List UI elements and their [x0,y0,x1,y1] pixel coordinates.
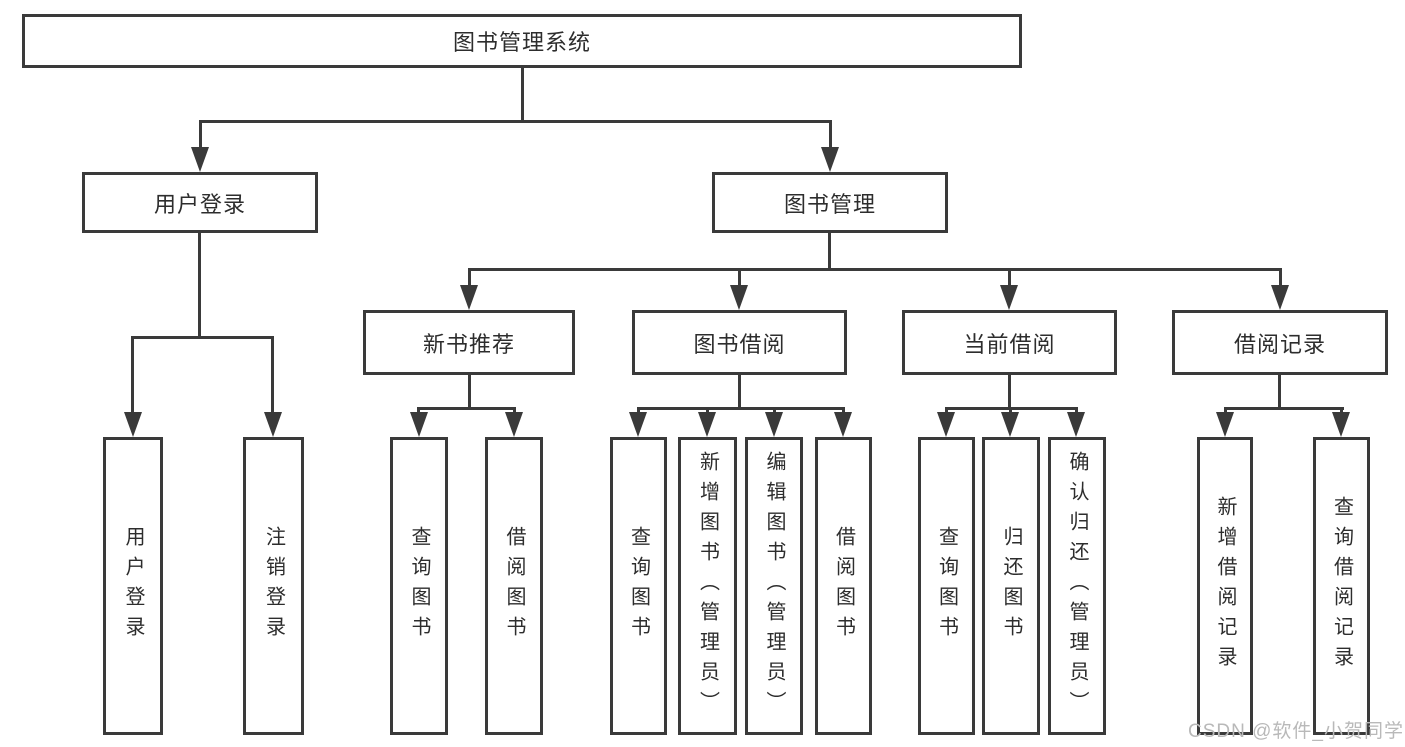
connector-line [637,407,640,415]
arrowhead-icon [730,285,748,310]
leaf-logout: 注销登录 [243,437,304,735]
leaf-borrow-books: 借阅图书 [485,437,543,735]
node-new-book-recommendation: 新书推荐 [363,310,575,375]
connector-line [1279,268,1282,290]
leaf-label: 查询图书 [627,526,650,646]
connector-line [738,268,741,290]
connector-line [417,407,516,410]
arrowhead-icon [629,412,647,437]
leaf-confirm-return-admin: 确认归还（管理员） [1048,437,1106,735]
connector-line [1278,373,1281,409]
arrowhead-icon [460,285,478,310]
leaf-return-books: 归还图书 [982,437,1040,735]
connector-line [417,407,420,415]
arrowhead-icon [1332,412,1350,437]
leaf-label: 新增图书（管理员） [696,451,719,721]
connector-line [706,407,709,415]
connector-line [945,407,948,415]
leaf-label: 查询图书 [935,526,958,646]
connector-line [468,268,1282,271]
leaf-query-books: 查询图书 [610,437,667,735]
connector-line [842,407,845,415]
leaf-label: 新增借阅记录 [1214,496,1236,676]
connector-line [829,120,832,152]
leaf-add-borrow-record: 新增借阅记录 [1197,437,1253,735]
node-book-management: 图书管理 [712,172,948,233]
arrowhead-icon [264,412,282,437]
node-library-management-system: 图书管理系统 [22,14,1022,68]
leaf-add-books-admin: 新增图书（管理员） [678,437,737,735]
leaf-user-login: 用户登录 [103,437,163,735]
arrowhead-icon [1216,412,1234,437]
arrowhead-icon [698,412,716,437]
connector-line [1009,407,1012,415]
leaf-label: 查询图书 [408,526,430,646]
leaf-query-books: 查询图书 [390,437,448,735]
connector-line [773,407,776,415]
arrowhead-icon [124,412,142,437]
leaf-label: 查询借阅记录 [1330,496,1353,676]
node-book-borrowing: 图书借阅 [632,310,847,375]
arrowhead-icon [1000,285,1018,310]
arrowhead-icon [834,412,852,437]
leaf-label: 归还图书 [1000,526,1022,646]
leaf-label: 确认归还（管理员） [1066,451,1088,721]
arrowhead-icon [410,412,428,437]
connector-line [199,120,832,123]
leaf-label: 借阅图书 [503,526,525,646]
arrowhead-icon [1001,412,1019,437]
leaf-query-books: 查询图书 [918,437,975,735]
connector-line [1008,268,1011,290]
node-user-login: 用户登录 [82,172,318,233]
arrowhead-icon [1271,285,1289,310]
connector-line [199,120,202,152]
connector-line [828,232,831,270]
connector-line [131,336,134,417]
connector-line [637,407,845,410]
connector-line [1224,407,1227,415]
connector-line [1340,407,1343,415]
arrowhead-icon [1067,412,1085,437]
node-current-borrowing: 当前借阅 [902,310,1117,375]
node-borrowing-records: 借阅记录 [1172,310,1388,375]
arrowhead-icon [505,412,523,437]
leaf-query-borrow-records: 查询借阅记录 [1313,437,1370,735]
connector-line [1224,407,1344,410]
csdn-watermark: CSDN @软件_小贺同学 [1188,721,1404,742]
connector-line [271,336,274,417]
leaf-label: 借阅图书 [832,526,855,646]
connector-line [738,373,741,409]
connector-line [198,232,201,338]
connector-line [468,373,471,409]
leaf-edit-books-admin: 编辑图书（管理员） [745,437,803,735]
connector-line [1008,373,1011,409]
arrowhead-icon [937,412,955,437]
connector-line [1075,407,1078,415]
connector-line [131,336,274,339]
connector-line [521,67,524,122]
leaf-borrow-books: 借阅图书 [815,437,872,735]
arrowhead-icon [191,147,209,172]
arrowhead-icon [821,147,839,172]
leaf-label: 注销登录 [262,526,285,646]
connector-line [513,407,516,415]
leaf-label: 编辑图书（管理员） [763,451,785,721]
leaf-label: 用户登录 [122,526,144,646]
connector-line [468,268,471,290]
arrowhead-icon [765,412,783,437]
